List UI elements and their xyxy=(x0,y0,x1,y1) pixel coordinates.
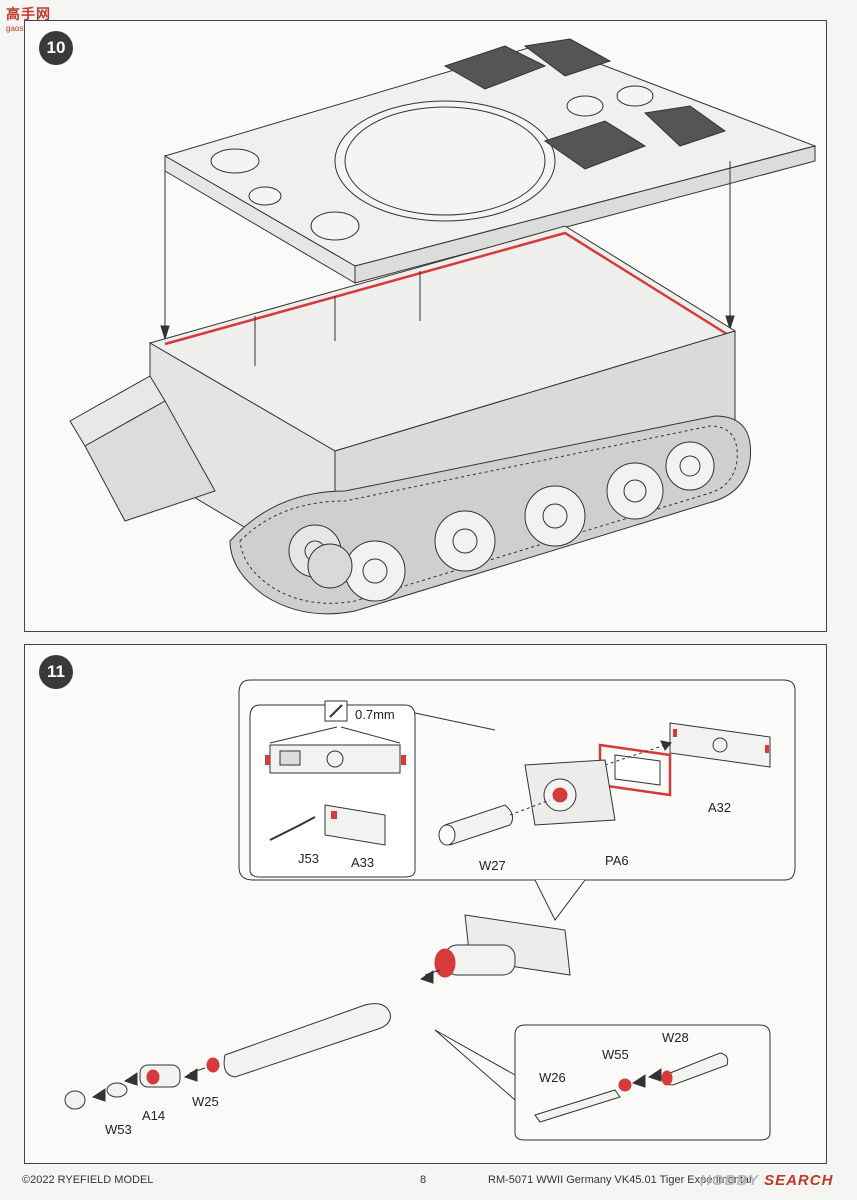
part-label-w28: W28 xyxy=(662,1030,689,1045)
part-label-w55: W55 xyxy=(602,1047,629,1062)
copyright-text: ©2022 RYEFIELD MODEL xyxy=(22,1174,154,1186)
part-label-w25: W25 xyxy=(192,1094,219,1109)
part-label-w27: W27 xyxy=(479,858,506,873)
step-number-badge: 10 xyxy=(39,31,73,65)
part-label-w53: W53 xyxy=(105,1122,132,1137)
step-11-panel: 11 xyxy=(24,644,827,1164)
part-label-a33: A33 xyxy=(351,855,375,870)
step-number-badge: 11 xyxy=(39,655,73,689)
watermark-logo-bottom: HOBBY SEARCH xyxy=(700,1172,834,1189)
glue-thickness-label: 0.7mm xyxy=(355,707,395,722)
part-label-j53: J53 xyxy=(298,851,319,866)
page-number: 8 xyxy=(420,1174,427,1186)
tank-hull-illustration xyxy=(69,38,817,615)
product-title: RM-5071 WWII Germany VK45.01 Tiger Exper… xyxy=(488,1174,752,1186)
part-label-pa6: PA6 xyxy=(605,853,629,868)
part-label-w26: W26 xyxy=(539,1070,566,1085)
part-label-a32: A32 xyxy=(708,800,732,815)
step-10-panel: 10 xyxy=(24,20,827,632)
gun-assembly-illustration xyxy=(64,679,796,1141)
part-label-a14: A14 xyxy=(142,1108,166,1123)
